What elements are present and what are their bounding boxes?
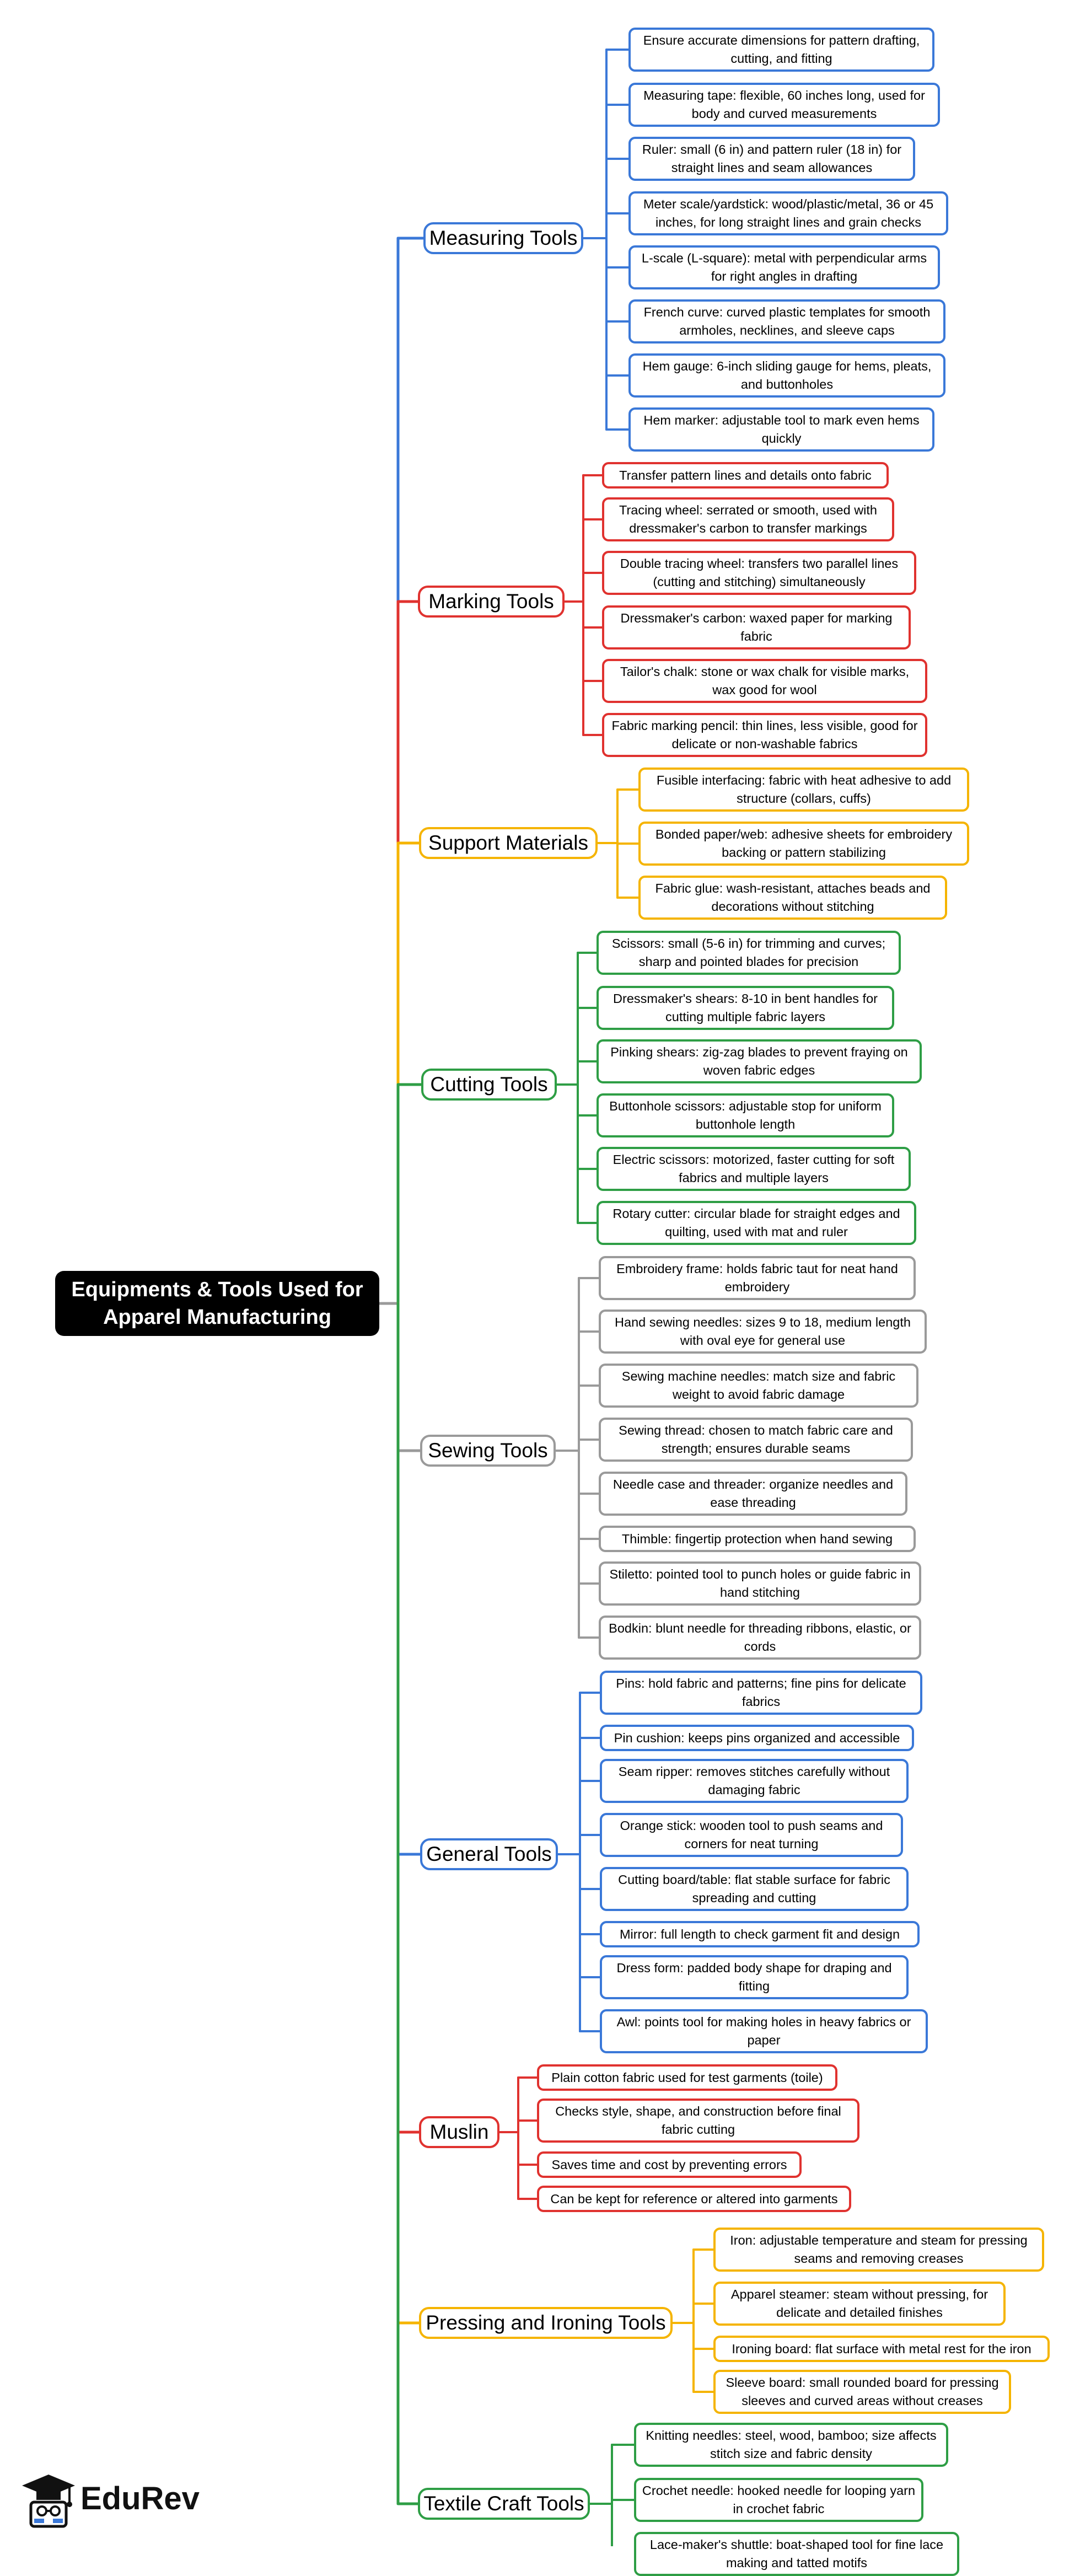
leaf-item: L-scale (L-square): metal with perpendic… — [628, 245, 940, 289]
leaf-item: Lace-maker's shuttle: boat-shaped tool f… — [634, 2532, 959, 2576]
leaf-item: Bonded paper/web: adhesive sheets for em… — [638, 822, 969, 866]
leaf-item: Apparel steamer: steam without pressing,… — [713, 2282, 1006, 2326]
leaf-item: Buttonhole scissors: adjustable stop for… — [597, 1093, 894, 1137]
leaf-item: Ensure accurate dimensions for pattern d… — [628, 28, 934, 72]
leaf-item: Tailor's chalk: stone or wax chalk for v… — [602, 659, 927, 703]
leaf-item: Mirror: full length to check garment fit… — [600, 1921, 920, 1947]
leaf-item: Awl: points tool for making holes in hea… — [600, 2009, 928, 2053]
leaf-item: Dress form: padded body shape for drapin… — [600, 1955, 909, 1999]
leaf-item: Pin cushion: keeps pins organized and ac… — [600, 1725, 914, 1751]
leaf-item: Hem gauge: 6-inch sliding gauge for hems… — [628, 353, 945, 398]
category-pressing-and-ironing-tools: Pressing and Ironing Tools — [419, 2307, 673, 2339]
leaf-item: Rotary cutter: circular blade for straig… — [597, 1201, 916, 1245]
leaf-item: Orange stick: wooden tool to push seams … — [600, 1813, 903, 1857]
leaf-item: Knitting needles: steel, wood, bamboo; s… — [634, 2423, 948, 2467]
brand-logo: EduRev — [21, 2470, 208, 2531]
leaf-item: Bodkin: blunt needle for threading ribbo… — [599, 1616, 921, 1660]
category-cutting-tools: Cutting Tools — [421, 1069, 557, 1101]
leaf-item: Sleeve board: small rounded board for pr… — [713, 2370, 1011, 2414]
category-support-materials: Support Materials — [419, 827, 598, 859]
leaf-item: Pins: hold fabric and patterns; fine pin… — [600, 1671, 922, 1715]
leaf-item: Hand sewing needles: sizes 9 to 18, medi… — [599, 1310, 927, 1354]
category-measuring-tools: Measuring Tools — [423, 222, 583, 254]
leaf-item: Ruler: small (6 in) and pattern ruler (1… — [628, 137, 915, 181]
leaf-item: Sewing thread: chosen to match fabric ca… — [599, 1418, 913, 1462]
leaf-item: Pinking shears: zig-zag blades to preven… — [597, 1039, 922, 1083]
leaf-item: Tracing wheel: serrated or smooth, used … — [602, 497, 894, 541]
leaf-item: Can be kept for reference or altered int… — [537, 2186, 851, 2212]
category-sewing-tools: Sewing Tools — [420, 1435, 556, 1467]
leaf-item: Plain cotton fabric used for test garmen… — [537, 2064, 837, 2091]
leaf-item: Hem marker: adjustable tool to mark even… — [628, 407, 934, 452]
leaf-item: Checks style, shape, and construction be… — [537, 2099, 859, 2143]
leaf-item: Double tracing wheel: transfers two para… — [602, 551, 916, 595]
leaf-item: Needle case and threader: organize needl… — [599, 1472, 907, 1516]
leaf-item: Electric scissors: motorized, faster cut… — [597, 1147, 911, 1191]
leaf-item: Seam ripper: removes stitches carefully … — [600, 1759, 909, 1803]
leaf-item: Fusible interfacing: fabric with heat ad… — [638, 768, 969, 812]
leaf-item: Meter scale/yardstick: wood/plastic/meta… — [628, 191, 948, 235]
category-marking-tools: Marking Tools — [418, 586, 565, 618]
category-textile-craft-tools: Textile Craft Tools — [418, 2488, 590, 2520]
leaf-item: Ironing board: flat surface with metal r… — [713, 2336, 1050, 2362]
leaf-item: Measuring tape: flexible, 60 inches long… — [628, 83, 940, 127]
root-title: Equipments & Tools Used for Apparel Manu… — [55, 1271, 379, 1336]
leaf-item: Transfer pattern lines and details onto … — [602, 462, 889, 489]
leaf-item: Iron: adjustable temperature and steam f… — [713, 2228, 1044, 2272]
leaf-item: Crochet needle: hooked needle for loopin… — [634, 2478, 923, 2522]
leaf-item: Stiletto: pointed tool to punch holes or… — [599, 1561, 921, 1606]
category-general-tools: General Tools — [420, 1838, 558, 1870]
leaf-item: Cutting board/table: flat stable surface… — [600, 1867, 909, 1911]
leaf-item: Saves time and cost by preventing errors — [537, 2151, 802, 2178]
leaf-item: Fabric marking pencil: thin lines, less … — [602, 713, 927, 757]
leaf-item: French curve: curved plastic templates f… — [628, 299, 945, 344]
leaf-item: Scissors: small (5-6 in) for trimming an… — [597, 931, 901, 975]
brand-name: EduRev — [80, 2481, 200, 2516]
leaf-item: Embroidery frame: holds fabric taut for … — [599, 1256, 916, 1300]
leaf-item: Dressmaker's shears: 8-10 in bent handle… — [597, 986, 894, 1030]
leaf-item: Thimble: fingertip protection when hand … — [599, 1526, 916, 1552]
leaf-item: Sewing machine needles: match size and f… — [599, 1364, 918, 1408]
category-muslin: Muslin — [419, 2116, 499, 2148]
leaf-item: Dressmaker's carbon: waxed paper for mar… — [602, 605, 911, 650]
graduation-cap-icon — [22, 2475, 75, 2528]
leaf-item: Fabric glue: wash-resistant, attaches be… — [638, 876, 947, 920]
